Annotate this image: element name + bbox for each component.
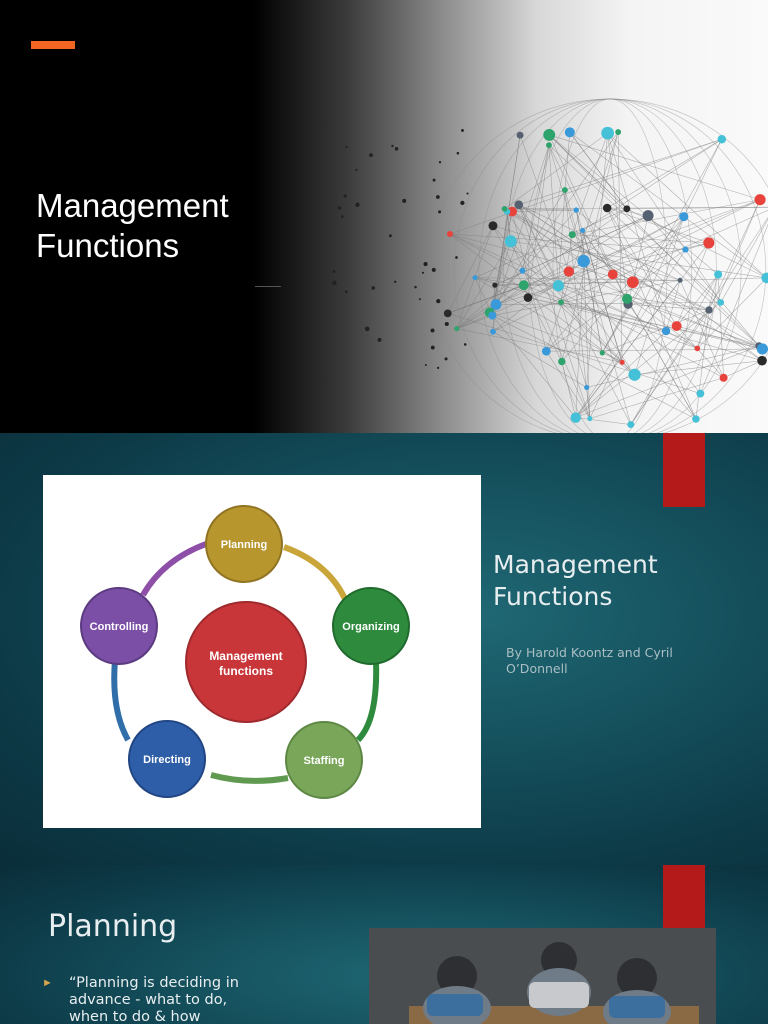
node-label-controlling: Controlling (90, 621, 149, 633)
accent-bar (31, 41, 75, 49)
people-at-table-image (369, 928, 716, 1024)
planning-slide: Planning ► “Planning is deciding in adva… (0, 865, 768, 1024)
globe-arcs (429, 98, 768, 433)
node-label-planning: Planning (221, 539, 267, 551)
arc-planning-organizing (282, 544, 348, 601)
center-label-line2: functions (219, 664, 273, 678)
network-lines (447, 131, 768, 425)
red-accent-tab (663, 433, 705, 507)
planning-quote: “Planning is deciding in advance - what … (69, 975, 239, 1024)
title-slide: Management Functions (0, 0, 768, 433)
divider-line (255, 286, 281, 287)
slide-title-line2: Functions (493, 582, 613, 611)
red-accent-tab (663, 865, 705, 937)
slide-title-line1: Management (36, 187, 229, 224)
node-label-organizing: Organizing (342, 621, 399, 633)
node-staffing: Staffing (285, 721, 363, 799)
node-label-directing: Directing (143, 754, 191, 766)
node-organizing: Organizing (332, 587, 410, 665)
network-nodes (332, 126, 768, 429)
functions-slide: Management functions Planning Organizing… (0, 433, 768, 865)
arc-planning-controlling (140, 541, 208, 597)
center-label-line1: Management (209, 649, 282, 663)
slide-title-line2: Functions (36, 227, 180, 264)
slide-title-line1: Management (493, 550, 658, 579)
slide-title: Management Functions (493, 549, 658, 613)
center-node: Management functions (185, 601, 307, 723)
bullet-arrow-icon: ► (42, 977, 53, 989)
node-label-staffing: Staffing (304, 755, 345, 767)
diagram-card: Management functions Planning Organizing… (43, 475, 481, 828)
management-cycle-diagram: Management functions Planning Organizing… (80, 505, 410, 799)
arc-organizing-staffing (355, 660, 380, 743)
node-controlling: Controlling (80, 587, 158, 665)
slide-subtitle: By Harold Koontz and Cyril O’Donnell (506, 645, 673, 676)
slide-title: Management Functions (36, 186, 296, 266)
network-globe-illustration (332, 98, 768, 433)
node-planning: Planning (205, 505, 283, 583)
arc-directing-controlling (111, 659, 131, 742)
team-meeting-photo (369, 928, 716, 1024)
slide-title: Planning (48, 909, 178, 944)
node-directing: Directing (128, 720, 206, 798)
arc-staffing-directing (210, 772, 289, 784)
